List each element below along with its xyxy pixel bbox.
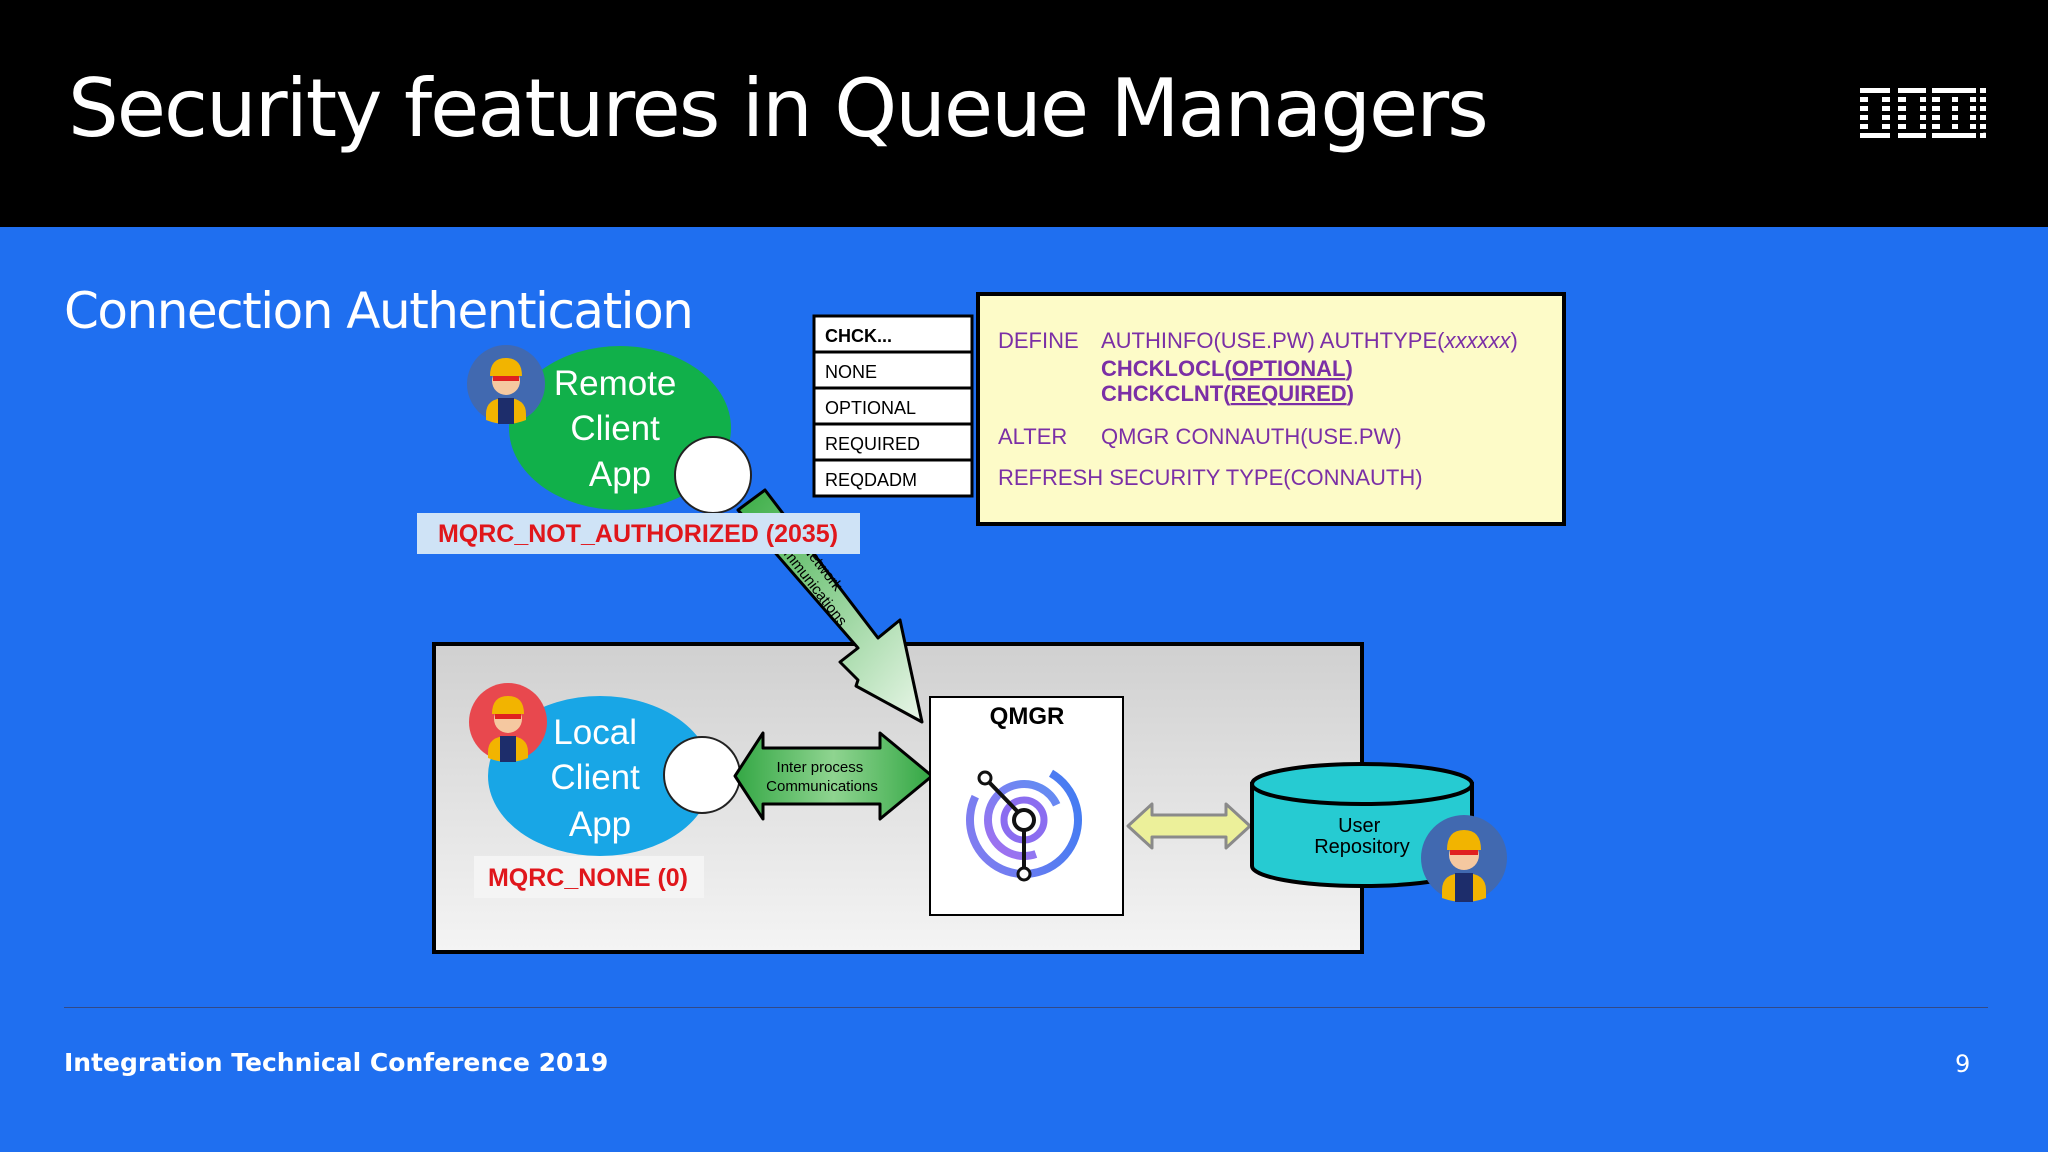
svg-text:Local Client App: Local Client App [550, 713, 649, 844]
mqrc-none-text: MQRC_NONE (0) [488, 864, 688, 892]
qmgr-label: QMGR [990, 703, 1065, 730]
chck-table-header: CHCK... [825, 326, 892, 346]
svg-text:AUTHINFO(USE.PW) AUTHTYPE(xxxx: AUTHINFO(USE.PW) AUTHTYPE(xxxxxx) [1101, 328, 1518, 353]
svg-text:DEFINE: DEFINE [998, 328, 1079, 353]
chcklocl-prefix: CHCKLOCL( [1101, 356, 1232, 381]
remote-app-label-line-3: App [589, 455, 651, 494]
svg-text:CHCKLOCL(OPTIONAL): CHCKLOCL(OPTIONAL) [1101, 356, 1353, 381]
chck-table-row: NONE [825, 362, 877, 382]
ipc-arrow-label-2: Communications [766, 778, 878, 795]
not-authorized-badge [417, 513, 860, 554]
local-app-label-line-1: Local [553, 713, 637, 752]
svg-text:User Repository: User Repository [1314, 815, 1410, 858]
remote-app-connector [674, 436, 752, 514]
chcklocl-value: OPTIONAL [1232, 356, 1346, 381]
page-number: 9 [1955, 1050, 1971, 1078]
mqrc-none-badge [474, 856, 704, 898]
define-text: AUTHINFO(USE.PW) AUTHTYPE( [1101, 328, 1445, 353]
chckclnt-suffix: ) [1347, 381, 1354, 406]
chck-table-row: OPTIONAL [825, 398, 916, 418]
chck-options-table: CHCK... NONE OPTIONAL REQUIRED REQDADM [812, 314, 974, 498]
chck-table-row: REQUIRED [825, 434, 920, 454]
svg-text:Inter process Communicat: Inter process Communications [766, 759, 878, 795]
svg-text:®: ® [1981, 132, 1986, 140]
chcklocl-suffix: ) [1345, 356, 1352, 381]
repository-label-line-1: User [1338, 815, 1381, 837]
refresh-command: REFRESH SECURITY TYPE(CONNAUTH) [998, 465, 1423, 490]
mqsc-command-box: DEFINE AUTHINFO(USE.PW) AUTHTYPE(xxxxxx)… [976, 292, 1566, 526]
qmgr-logo-icon [966, 762, 1082, 882]
remote-app-label-line-1: Remote [554, 364, 677, 403]
person-icon [1421, 815, 1507, 902]
repository-label-line-2: Repository [1314, 836, 1410, 858]
chckclnt-prefix: CHCKCLNT( [1101, 381, 1231, 406]
remote-app-label-line-2: Client [570, 409, 660, 448]
svg-text:CHCKCLNT(REQUIRED): CHCKCLNT(REQUIRED) [1101, 381, 1354, 406]
inter-process-arrow: Inter process Communications [733, 731, 934, 821]
define-close: ) [1510, 328, 1517, 353]
alter-keyword: ALTER [998, 424, 1067, 449]
header-bar [0, 0, 2048, 227]
footer-divider [64, 1007, 1988, 1008]
footer-conference: Integration Technical Conference 2019 [64, 1048, 609, 1077]
chckclnt-value: REQUIRED [1231, 381, 1347, 406]
section-title: Connection Authentication [64, 282, 694, 340]
qmgr-box [929, 696, 1124, 916]
page-title: Security features in Queue Managers [68, 62, 1489, 155]
chck-table-row: REQDADM [825, 470, 917, 490]
local-app-label-line-2: Client [550, 758, 640, 797]
person-icon [469, 683, 547, 762]
ibm-logo: ® [1860, 88, 1986, 140]
person-icon [467, 345, 545, 424]
local-app-label-line-3: App [569, 805, 631, 844]
alter-text: QMGR CONNAUTH(USE.PW) [1101, 424, 1402, 449]
ipc-arrow-label-1: Inter process [777, 759, 864, 776]
not-authorized-text: MQRC_NOT_AUTHORIZED (2035) [438, 520, 838, 548]
define-param: xxxxxx [1443, 328, 1511, 353]
user-repository: User Repository [1250, 762, 1474, 888]
define-keyword: DEFINE [998, 328, 1079, 353]
svg-text:Remote Client App: Remote Client App [554, 364, 686, 494]
local-app-connector [663, 736, 741, 814]
